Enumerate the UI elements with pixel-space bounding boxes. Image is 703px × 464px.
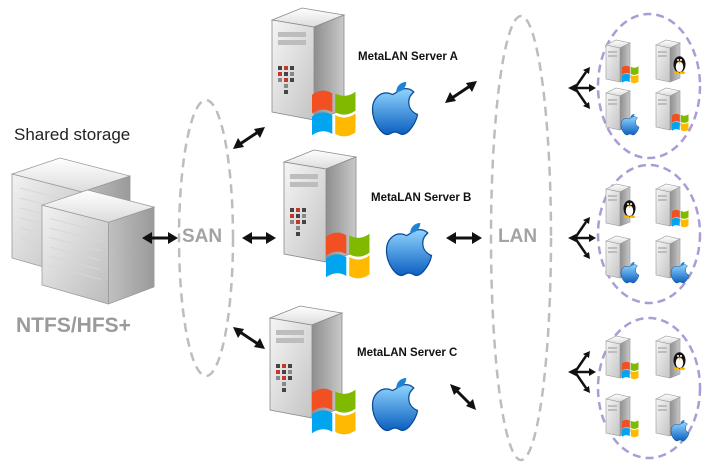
server-c-label: MetaLAN Server C <box>357 347 458 359</box>
lan-fanout-arrow-icon-1 <box>568 67 596 109</box>
lan-boundary <box>489 14 553 462</box>
lan-fanout-arrow-icon-2 <box>568 217 596 259</box>
lan-fanout-arrow-icon-3 <box>568 351 596 393</box>
client-group-ring-2 <box>596 163 702 305</box>
shared-storage-icon <box>11 157 155 305</box>
san-label: SAN <box>182 226 223 247</box>
server-a-lan-arrow-icon <box>445 81 477 103</box>
client-group-ring-3 <box>596 316 702 460</box>
san-boundary <box>177 98 235 378</box>
san-server-a-arrow-icon <box>233 127 265 149</box>
shared-storage-title: Shared storage <box>14 125 131 144</box>
client-group-3 <box>605 335 690 442</box>
server-c-lan-arrow-icon <box>450 384 476 410</box>
server-a-tower-icon <box>271 7 345 121</box>
storage-san-arrow-icon <box>142 232 178 244</box>
filesystem-label: NTFS/HFS+ <box>16 314 131 337</box>
server-a-apple-icon <box>371 81 419 136</box>
server-a-label: MetaLAN Server A <box>358 51 458 63</box>
server-b-apple-icon <box>385 222 433 277</box>
client-group-ring-1 <box>596 12 702 160</box>
client-group-1 <box>605 39 689 136</box>
server-c-apple-icon <box>371 377 419 432</box>
client-group-2 <box>605 183 690 284</box>
lan-label: LAN <box>498 226 538 247</box>
server-b-lan-arrow-icon <box>446 232 482 244</box>
server-b-label: MetaLAN Server B <box>371 192 472 204</box>
san-server-b-arrow-icon <box>242 232 276 244</box>
san-server-c-arrow-icon <box>233 327 265 349</box>
